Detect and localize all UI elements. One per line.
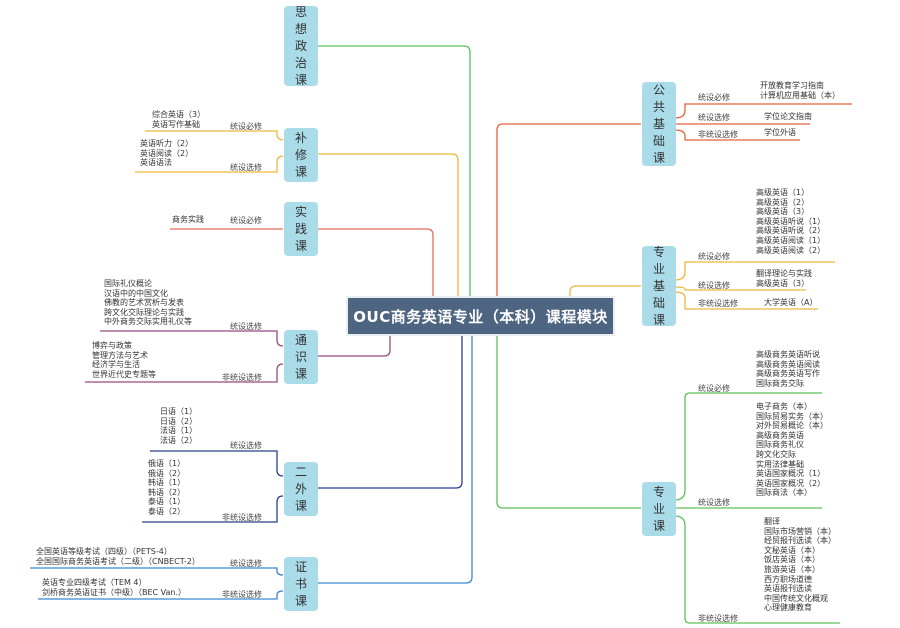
- module-title: 思想政治课: [294, 4, 307, 87]
- course-list: 大学英语（A）: [764, 298, 818, 307]
- group-label: 统设选修: [230, 441, 262, 450]
- module-title: 通识课: [294, 332, 307, 381]
- module-title: 二外课: [294, 464, 307, 513]
- group-label: 统设必修: [698, 93, 730, 102]
- module-sixiang[interactable]: 思想政治课: [284, 4, 318, 87]
- course-list: 英语听力（2） 英语阅读（2） 英语语法: [140, 139, 194, 168]
- course-list: 学位论文指南: [764, 112, 812, 121]
- module-tongshi[interactable]: 通识课: [284, 330, 318, 384]
- course-list: 商务实践: [172, 215, 204, 224]
- group-label: 非统设选修: [698, 614, 738, 623]
- group-label: 统设必修: [230, 122, 262, 131]
- course-list: 综合英语（3） 英语写作基础: [152, 110, 206, 129]
- course-list: 全国英语等级考试（四级）（PETS-4） 全国国际商务英语考试（二级）（CNBE…: [36, 547, 200, 566]
- course-list: 俄语（1） 俄语（2） 韩语（1） 韩语（2） 泰语（1） 泰语（2）: [148, 459, 186, 516]
- course-list: 英语专业四级考试（TEM 4） 剑桥商务英语证书（中级）（BEC Van.）: [42, 578, 187, 597]
- group-label: 统设选修: [698, 113, 730, 122]
- module-shijian[interactable]: 实践课: [284, 202, 318, 256]
- course-list: 翻译 国际市场营销（本） 经贸报刊选读（本） 文秘英语（本） 饭店英语（本） 旅…: [764, 517, 836, 613]
- module-zhuanye[interactable]: 专业课: [642, 482, 676, 536]
- root-node[interactable]: OUC商务英语专业（本科）课程模块: [346, 296, 615, 336]
- course-list: 高级商务英语听说 高级商务英语阅读 高级商务英语写作 国际商务交际: [756, 350, 820, 388]
- group-label: 统设选修: [698, 498, 730, 507]
- root-title: OUC商务英语专业（本科）课程模块: [353, 307, 608, 326]
- module-title: 证书课: [294, 559, 307, 608]
- module-title: 补修课: [294, 130, 307, 179]
- module-zhuanyejichu[interactable]: 专业基础课: [642, 244, 676, 327]
- module-title: 专业课: [652, 484, 665, 533]
- group-label: 统设选修: [230, 559, 262, 568]
- module-title: 公共基础课: [652, 82, 665, 165]
- group-label: 统设必修: [230, 216, 262, 225]
- module-gonggong[interactable]: 公共基础课: [642, 82, 676, 166]
- course-list: 电子商务（本） 国际贸易实务（本） 对外贸易概论（本） 高级商务英语 国际商务礼…: [756, 402, 828, 498]
- course-list: 博弈与政策 管理方法与艺术 经济学与生活 世界近代史专题等: [92, 341, 156, 379]
- module-title: 实践课: [294, 204, 307, 253]
- course-list: 国际礼仪概论 汉语中的中国文化 佛教的艺术赏析与发表 跨文化交际理论与实践 中外…: [104, 279, 192, 327]
- course-list: 学位外语: [764, 128, 796, 137]
- module-zhengshu[interactable]: 证书课: [284, 557, 318, 611]
- course-list: 高级英语（1） 高级英语（2） 高级英语（3） 高级英语听说（1） 高级英语听说…: [756, 188, 826, 255]
- group-label: 非统设选修: [222, 373, 262, 382]
- course-list: 日语（1） 日语（2） 法语（1） 法语（2）: [160, 407, 198, 445]
- group-label: 非统设选修: [222, 590, 262, 599]
- group-label: 统设必修: [698, 384, 730, 393]
- course-list: 翻译理论与实践 高级英语（3）: [756, 269, 812, 288]
- group-label: 统设选修: [230, 322, 262, 331]
- module-erwai[interactable]: 二外课: [284, 462, 318, 516]
- course-list: 开放教育学习指南 计算机应用基础（本）: [760, 81, 840, 100]
- group-label: 非统设选修: [222, 513, 262, 522]
- group-label: 非统设选修: [698, 130, 738, 139]
- group-label: 非统设选修: [698, 299, 738, 308]
- module-title: 专业基础课: [652, 244, 665, 327]
- group-label: 统设选修: [698, 281, 730, 290]
- module-buxiu[interactable]: 补修课: [284, 128, 318, 182]
- group-label: 统设必修: [698, 252, 730, 261]
- group-label: 统设选修: [230, 163, 262, 172]
